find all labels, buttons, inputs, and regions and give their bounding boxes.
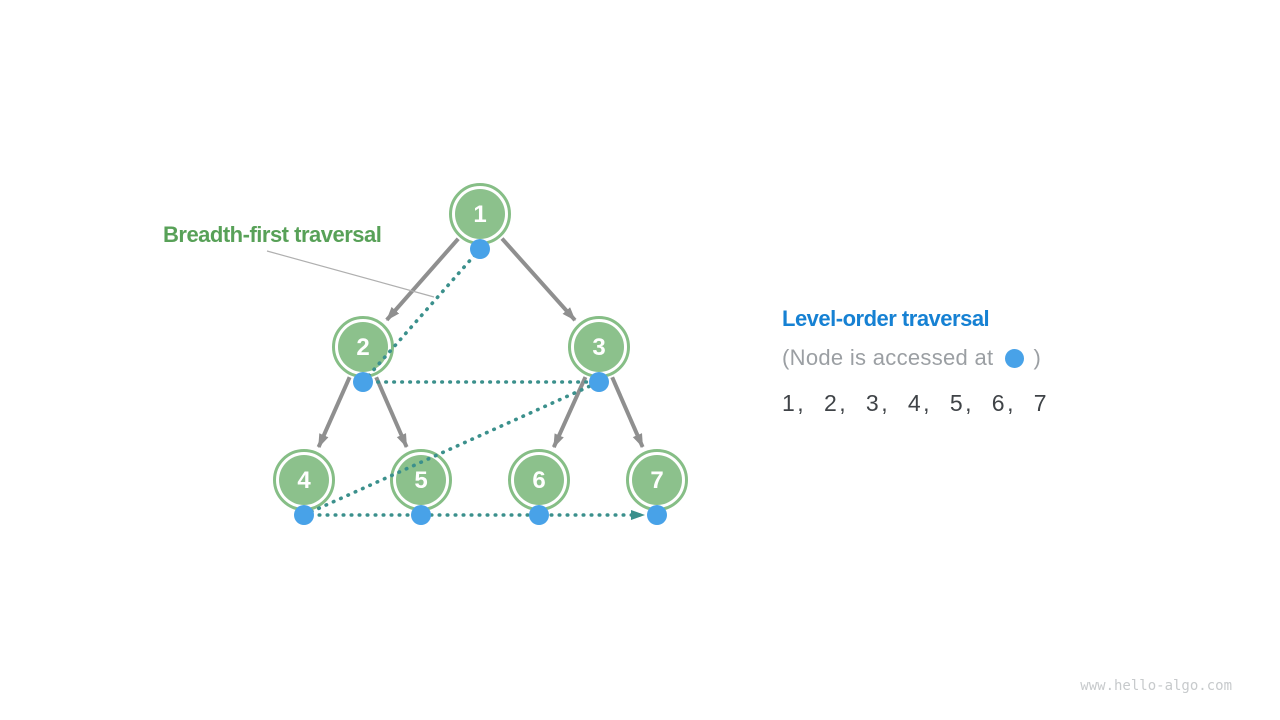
- legend-note: (Node is accessed at ): [782, 345, 1041, 371]
- access-dot-icon: [1005, 348, 1025, 368]
- node-circle: [396, 455, 446, 505]
- node-circle: [279, 455, 329, 505]
- access-dot: [470, 239, 490, 259]
- tree-node: 4: [273, 449, 335, 511]
- tree-node: 2: [332, 316, 394, 378]
- breadth-first-label: Breadth-first traversal: [163, 222, 382, 247]
- access-dot: [589, 372, 609, 392]
- tree-node: 1: [449, 183, 511, 245]
- legend-note-text: (Node is accessed at: [782, 345, 994, 370]
- tree-node: 5: [390, 449, 452, 511]
- access-dot: [411, 505, 431, 525]
- access-dot: [353, 372, 373, 392]
- node-label: 3: [592, 334, 605, 361]
- legend-title: Level-order traversal: [782, 306, 990, 331]
- tree-edge: [385, 237, 460, 322]
- tree-edge: [500, 237, 577, 322]
- node-circle: [338, 322, 388, 372]
- legend-note-close-paren: ): [1033, 345, 1042, 370]
- node-circle: [455, 189, 505, 239]
- access-dot: [294, 505, 314, 525]
- label-pointer-line: [266, 250, 435, 298]
- traversal-sequence: 1, 2, 3, 4, 5, 6, 7: [782, 390, 1050, 416]
- tree-edge: [610, 376, 645, 448]
- node-circle: [632, 455, 682, 505]
- access-dot: [647, 505, 667, 525]
- access-dot: [529, 505, 549, 525]
- node-label: 1: [473, 201, 486, 228]
- node-label: 5: [414, 467, 427, 494]
- node-circle: [514, 455, 564, 505]
- tree-edge: [551, 376, 588, 449]
- tree-node: 7: [626, 449, 688, 511]
- node-label: 7: [650, 467, 663, 494]
- tree-node: 3: [568, 316, 630, 378]
- tree-edge: [316, 376, 352, 449]
- node-circle: [574, 322, 624, 372]
- tree-edge: [374, 376, 409, 448]
- tree-node: 6: [508, 449, 570, 511]
- node-label: 2: [356, 334, 369, 361]
- node-label: 6: [532, 467, 545, 494]
- node-label: 4: [297, 467, 311, 494]
- watermark: www.hello-algo.com: [1080, 678, 1232, 694]
